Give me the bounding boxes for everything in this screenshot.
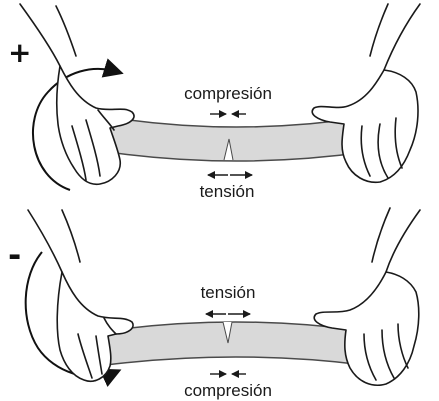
sign-minus: - bbox=[8, 236, 21, 274]
label-compression-bottom: compresión bbox=[184, 381, 272, 400]
label-compression-top: compresión bbox=[184, 84, 272, 103]
label-tension-top: tensión bbox=[201, 283, 256, 302]
panel-negative: - tensión compresión bbox=[8, 208, 420, 400]
beam-bottom bbox=[106, 322, 364, 365]
sign-plus: + bbox=[8, 36, 31, 69]
beam-top bbox=[108, 117, 366, 161]
panel-positive: + compresión tensión bbox=[8, 4, 420, 201]
label-tension-bottom: tensión bbox=[200, 182, 255, 201]
